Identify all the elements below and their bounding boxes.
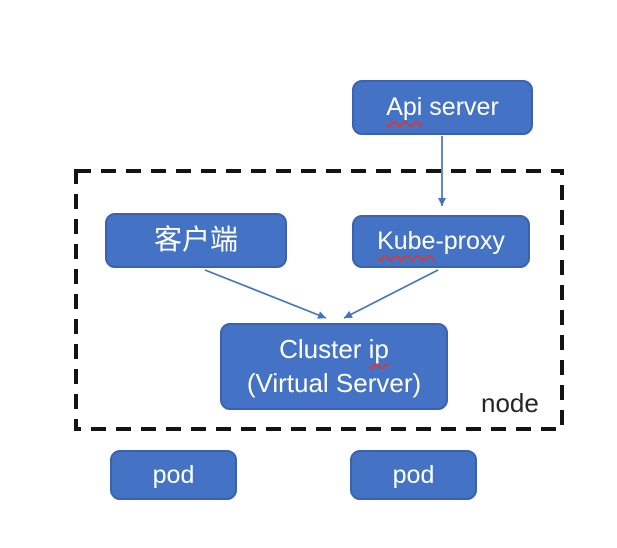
kube-proxy-label: Kube-proxy (377, 225, 505, 258)
kube-proxy-node[interactable]: Kube-proxy (352, 215, 530, 268)
node-boundary-dashed-rect (74, 169, 564, 431)
pod-left-label: pod (152, 460, 195, 489)
cluster-ip-label-line2: (Virtual Server) (246, 367, 422, 398)
cluster-ip-label-line1: Cluster ip (279, 333, 389, 367)
cluster-ip-label-line1-pre: Cluster (279, 333, 369, 364)
kube-proxy-label-rest: -proxy (435, 227, 505, 256)
api-server-node[interactable]: Api server (352, 80, 533, 135)
api-server-label-flagged-word: Api (386, 93, 423, 122)
cluster-ip-node[interactable]: Cluster ip (Virtual Server) (220, 323, 448, 410)
arrow-kube-proxy-to-cluster-ip (343, 269, 439, 319)
node-boundary-label: node (481, 388, 539, 418)
pod-right-label: pod (392, 460, 435, 489)
pod-right-node[interactable]: pod (350, 450, 477, 500)
api-server-label-rest: server (422, 93, 499, 122)
kube-proxy-label-flagged-word: Kube (377, 227, 436, 256)
cluster-ip-label-flagged-word: ip (368, 333, 389, 364)
client-label: 客户端 (153, 224, 238, 256)
arrow-client-to-cluster-ip (204, 269, 327, 319)
client-node[interactable]: 客户端 (105, 213, 287, 268)
pod-left-node[interactable]: pod (110, 450, 237, 500)
api-server-label: Api server (386, 91, 499, 124)
